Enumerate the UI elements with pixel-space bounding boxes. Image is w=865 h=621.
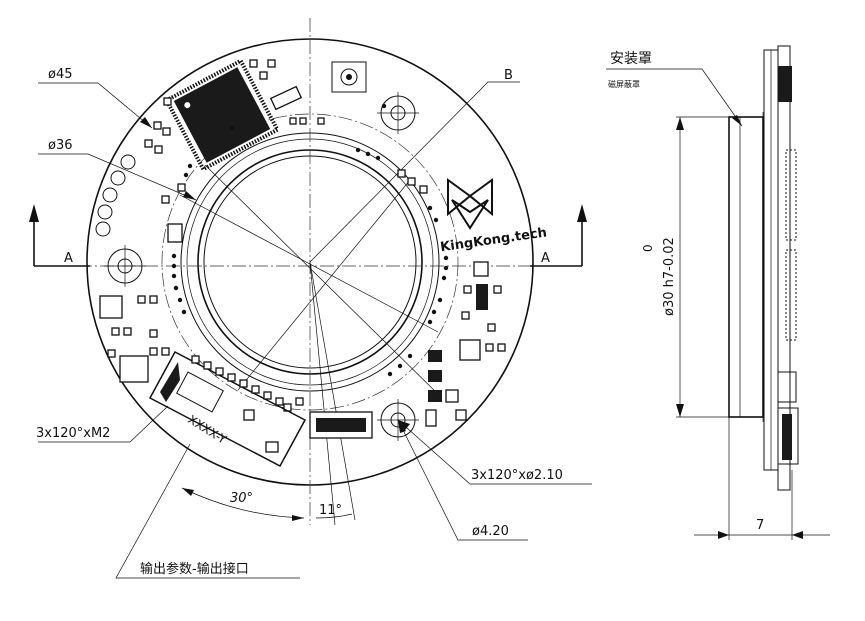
section-a-right-label: A [541,251,550,266]
label-angle-30: 30° [230,491,253,506]
leader-shield [606,68,743,127]
smd-components [99,59,506,439]
radial-line-2 [204,164,443,399]
mounting-hole-left [104,245,146,287]
output-connector: XXXX-Y [148,350,307,468]
angle-dim-11: 11° [315,503,353,519]
side-view: 0 ø30 h7-0.02 7 安装罩 磁屏蔽罩 [606,45,830,540]
leader-d420: ø4.20 [397,419,528,541]
leader-d36: ø36 [38,138,197,201]
marking-text: XXXX-Y [185,412,229,447]
logo-text: KingKong.tech [439,225,547,255]
mounting-hole-top-right [377,92,419,134]
label-d36: ø36 [48,138,73,153]
label-m2: 3x120°xM2 [36,426,110,441]
radial-line-3 [237,179,411,391]
leader-m2: 3x120°xM2 [36,405,169,443]
dim-d30-main: ø30 h7-0.02 [662,237,677,316]
section-line-b [309,81,520,263]
label-d45: ø45 [48,67,73,82]
front-view: B A A [29,18,592,579]
section-b-label: B [504,68,513,83]
qfp-chip [163,58,281,172]
tactile-switch [331,61,367,93]
via-dots [171,103,449,377]
label-d420: ø4.20 [472,524,509,539]
section-a-left-label: A [64,251,73,266]
angle-dim-30: 30° [181,487,305,521]
section-a-left-marker: A [29,204,90,267]
shield-title: 安装罩 [610,51,652,67]
label-output: 输出参数-输出接口 [140,561,249,577]
leader-d210: 3x120°xø2.10 [397,419,592,485]
shield-body [728,116,764,418]
side-components [777,66,799,465]
radial-line-1 [179,194,439,333]
dim-width: 7 [756,518,764,533]
radial-line-4 [309,261,336,526]
leader-d45: ø45 [38,67,153,129]
section-a-right-marker: A [530,204,587,267]
leader-output: 输出参数-输出接口 [115,443,300,579]
label-angle-11: 11° [319,503,342,518]
label-d210: 3x120°xø2.10 [471,468,563,483]
shield-sub: 磁屏蔽罩 [608,79,640,89]
dim-d30-upper: 0 [641,244,655,252]
edge-pads-left [95,154,136,237]
radial-line-5 [309,261,356,521]
